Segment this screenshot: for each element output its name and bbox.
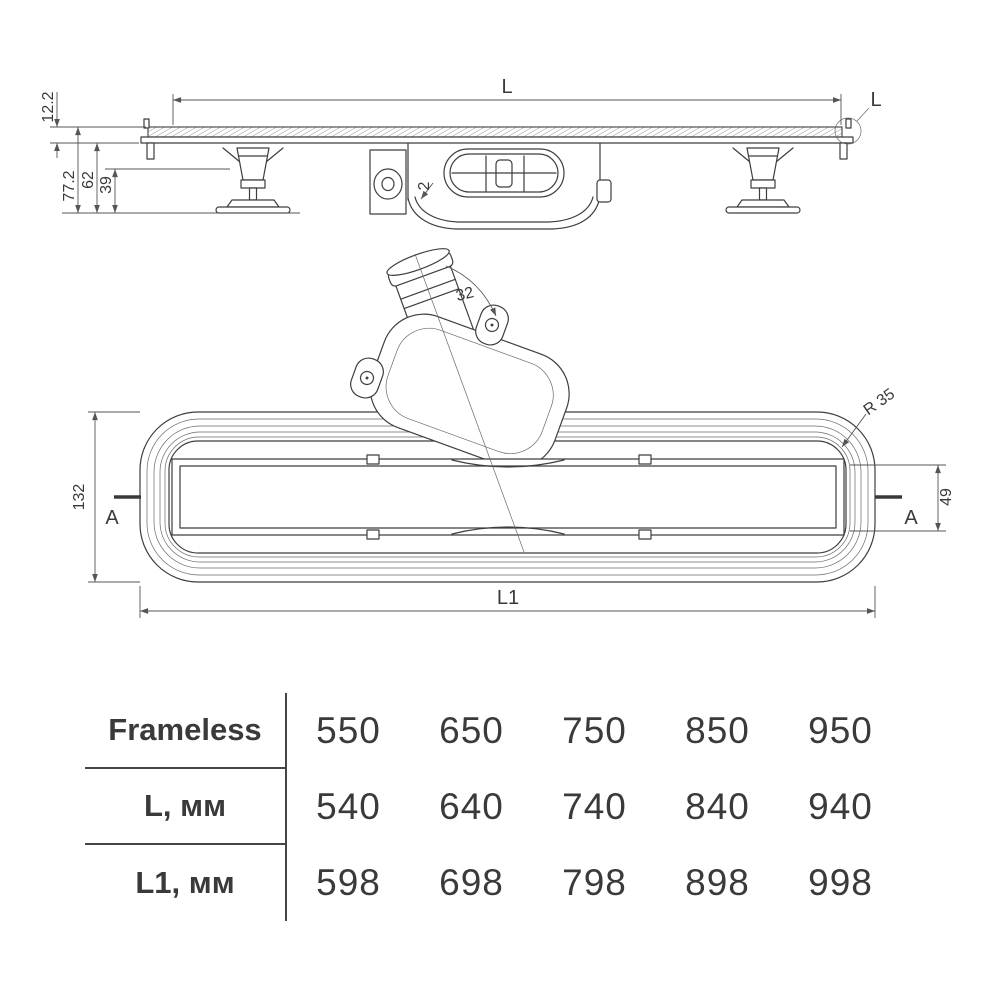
dim-label-39: 39 xyxy=(98,176,115,194)
dim-label-R35: R 35 xyxy=(861,386,899,419)
dim-label-32: 32 xyxy=(454,284,475,305)
table-cell: 550 xyxy=(316,710,381,751)
dim-length-L: L xyxy=(172,76,842,125)
dim-77-2: 77.2 xyxy=(61,127,300,214)
side-view: L L 12.2 77.2 62 39 xyxy=(40,76,882,230)
trap-side xyxy=(369,142,612,230)
section-mark-right: A xyxy=(875,495,918,529)
table-cell: 740 xyxy=(562,786,627,827)
table-cell: 898 xyxy=(685,862,750,903)
foot-left xyxy=(215,147,291,214)
table-cell: 998 xyxy=(808,862,873,903)
table-row: L, мм 540 640 740 840 940 xyxy=(85,769,902,845)
dim-62: 62 xyxy=(80,143,100,213)
row-label-L: L, мм xyxy=(85,769,287,845)
dim-label-L1: L1 xyxy=(497,587,519,609)
detail-label-L: L xyxy=(870,89,881,111)
table-cell: 650 xyxy=(439,710,504,751)
dim-label-2: 2 xyxy=(416,181,433,190)
detail-callout-L: L xyxy=(834,89,882,145)
size-table: Frameless 550 650 750 850 950 L, мм 540 … xyxy=(85,693,902,921)
section-label-left: A xyxy=(105,507,119,529)
dim-label-12-2: 12.2 xyxy=(40,91,57,122)
table-cell: 940 xyxy=(808,786,873,827)
dim-length-L1: L1 xyxy=(139,586,876,618)
table-cell: 640 xyxy=(439,786,504,827)
dim-label-62: 62 xyxy=(80,171,97,189)
table-cell: 750 xyxy=(562,710,627,751)
channel-profile xyxy=(140,118,854,160)
grate xyxy=(171,454,845,540)
foot-right xyxy=(725,147,801,214)
dim-39: 39 xyxy=(98,168,230,213)
table-cell: 540 xyxy=(316,786,381,827)
table-row: L1, мм 598 698 798 898 998 xyxy=(85,845,902,921)
table-cell: 798 xyxy=(562,862,627,903)
dim-12-2: 12.2 xyxy=(40,91,146,158)
mount-ear-right xyxy=(475,304,509,346)
dim-label-77-2: 77.2 xyxy=(61,170,78,201)
section-mark-left: A xyxy=(105,495,141,529)
row-label-L1: L1, мм xyxy=(85,845,287,921)
trap-assembly xyxy=(350,248,570,469)
section-label-right: A xyxy=(904,507,918,529)
dim-label-L: L xyxy=(501,76,512,98)
plan-view: 32 R 35 132 49 A A xyxy=(71,248,955,618)
dim-132: 132 xyxy=(71,411,140,583)
dim-label-49: 49 xyxy=(938,488,955,506)
technical-drawing: L L 12.2 77.2 62 39 xyxy=(40,76,955,618)
table-row: Frameless 550 650 750 850 950 xyxy=(85,693,902,769)
dim-2: 2 xyxy=(416,181,434,200)
table-cell: 598 xyxy=(316,862,381,903)
dim-R35: R 35 xyxy=(841,386,899,448)
dim-label-132: 132 xyxy=(71,484,88,511)
table-cell: 698 xyxy=(439,862,504,903)
mount-ear-left xyxy=(350,357,384,399)
dim-32: 32 xyxy=(445,265,497,317)
row-label-frameless: Frameless xyxy=(85,693,287,769)
dim-49: 49 xyxy=(850,464,955,532)
table-cell: 840 xyxy=(685,786,750,827)
pipe-centerline xyxy=(414,253,525,553)
trap-body xyxy=(369,313,570,469)
table-cell: 950 xyxy=(808,710,873,751)
table-cell: 850 xyxy=(685,710,750,751)
